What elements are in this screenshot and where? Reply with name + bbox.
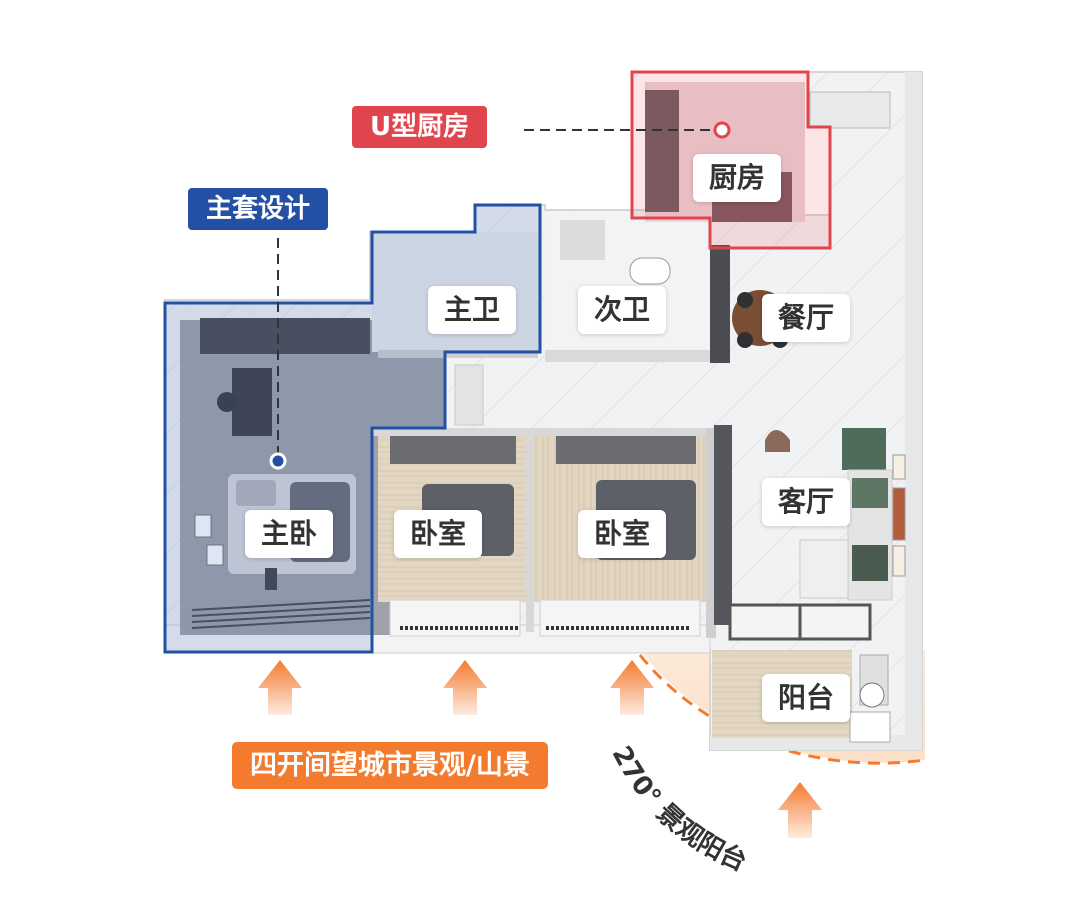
callout-suite: 主套设计 bbox=[188, 188, 329, 230]
balcony-view-arc bbox=[638, 654, 926, 765]
room-label-bedroom-b: 卧室 bbox=[578, 510, 667, 558]
second-bath-area bbox=[545, 212, 730, 363]
room-label-master-bedroom: 主卧 bbox=[245, 510, 334, 558]
balcony-area bbox=[712, 603, 891, 743]
kitchen-leader-dot bbox=[713, 121, 731, 139]
room-label-bedroom-a: 卧室 bbox=[394, 510, 483, 558]
room-label-dining: 餐厅 bbox=[762, 294, 851, 342]
suite-leader-dot bbox=[269, 452, 287, 470]
arrow-up-icon bbox=[610, 660, 654, 715]
arrow-up-icon bbox=[258, 660, 302, 715]
arrow-up-icon bbox=[778, 782, 822, 838]
room-label-master-bath: 主卫 bbox=[428, 286, 517, 334]
living-furniture bbox=[765, 428, 906, 601]
room-label-living: 客厅 bbox=[762, 478, 851, 526]
balcony-arc-caption: 270° 景观阳台 bbox=[606, 741, 752, 877]
room-label-balcony: 阳台 bbox=[762, 674, 851, 722]
callout-view: 四开间望城市景观/山景 bbox=[232, 742, 548, 789]
room-label-kitchen: 厨房 bbox=[693, 154, 782, 202]
room-label-second-bath: 次卫 bbox=[578, 286, 667, 334]
callout-kitchen: U型厨房 bbox=[352, 106, 488, 148]
arrow-up-icon bbox=[443, 660, 487, 715]
